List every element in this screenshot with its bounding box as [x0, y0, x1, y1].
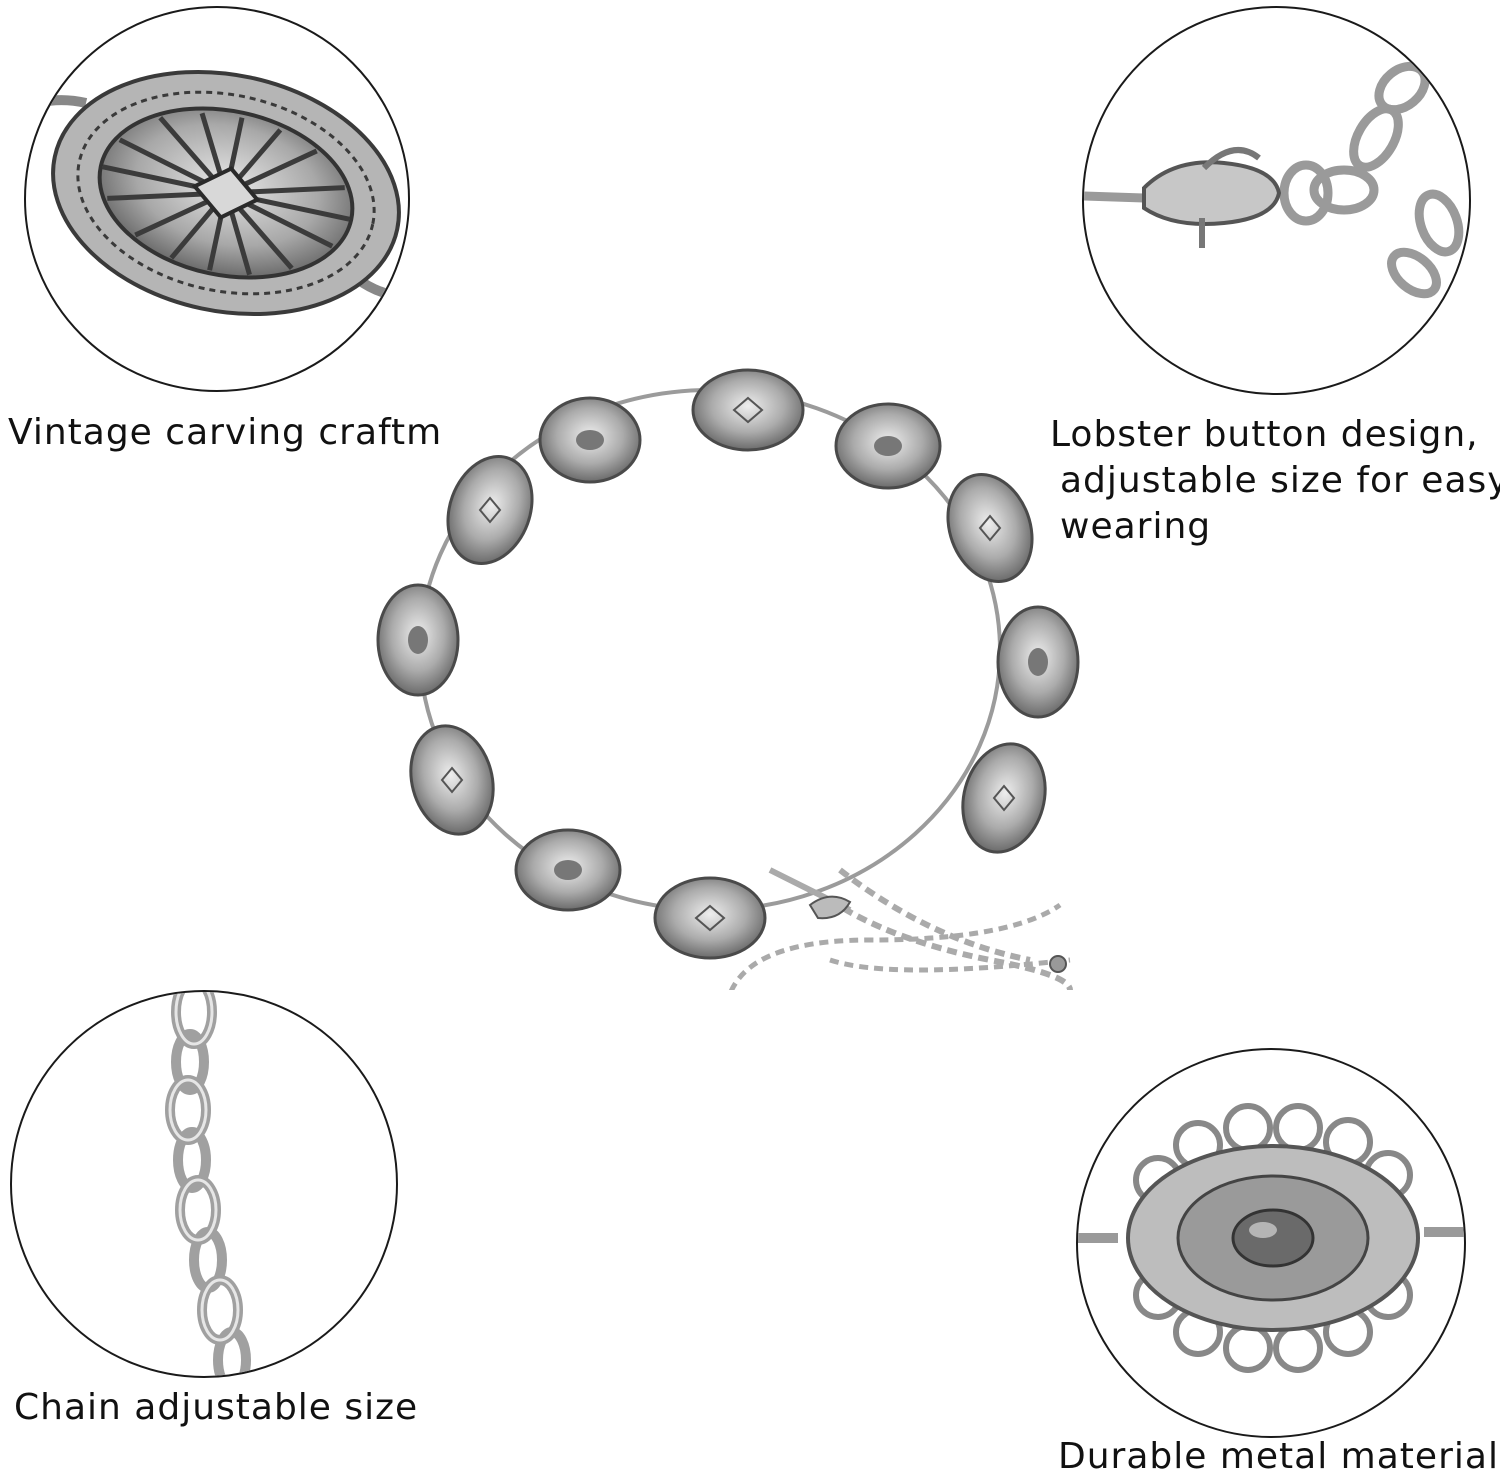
caption-chain-adjustable: Chain adjustable size: [14, 1387, 419, 1428]
caption-lobster-line-2: adjustable size for easy: [1060, 460, 1500, 501]
concho-carving-image: [26, 69, 401, 317]
caption-vintage-carving: Vintage carving craftm: [8, 412, 443, 453]
detail-circle-metal-back: [1076, 1048, 1466, 1438]
caption-lobster-line-1: Lobster button design,: [1050, 414, 1479, 455]
detail-circle-carving: [24, 6, 410, 392]
detail-circle-chain: [10, 990, 398, 1378]
lobster-clasp-image: [1084, 61, 1464, 299]
caption-durable-metal: Durable metal material: [1058, 1436, 1499, 1477]
caption-lobster-line-3: wearing: [1060, 506, 1212, 547]
detail-circle-lobster-clasp: [1082, 6, 1471, 395]
concho-back-image: [1078, 1103, 1464, 1373]
concho-belt-image: [376, 368, 1080, 990]
caption-lobster-button: Lobster button design, adjustable size f…: [1050, 412, 1500, 550]
chain-links-image: [165, 992, 251, 1376]
